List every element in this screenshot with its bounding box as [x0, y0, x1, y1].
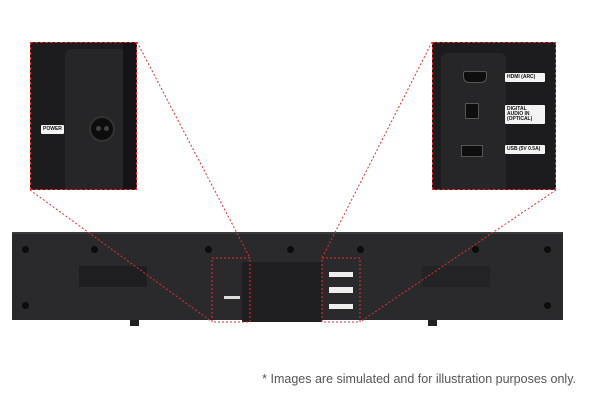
screw	[22, 246, 29, 253]
usb-port-icon	[461, 145, 483, 157]
callout-line	[136, 41, 251, 259]
callout-box-power	[211, 257, 251, 323]
center-recess	[242, 262, 322, 322]
mini-port-label	[329, 287, 353, 293]
screw	[205, 246, 212, 253]
hdmi-label: HDMI (ARC)	[505, 73, 545, 82]
callout-box-io	[321, 257, 361, 323]
foot-left	[130, 320, 139, 326]
screw	[472, 246, 479, 253]
soundbar-rear	[12, 232, 563, 322]
optical-port-icon	[465, 103, 479, 119]
screw	[544, 246, 551, 253]
io-ports-inset: HDMI (ARC) DIGITAL AUDIO IN (OPTICAL) US…	[432, 42, 556, 190]
power-socket-icon	[89, 116, 115, 142]
callout-line	[29, 189, 213, 323]
optical-label: DIGITAL AUDIO IN (OPTICAL)	[505, 105, 545, 124]
vent-left	[79, 266, 147, 287]
screw	[91, 246, 98, 253]
screw	[544, 302, 551, 309]
usb-label: USB (5V 0.5A)	[505, 145, 545, 154]
mini-power-label	[224, 296, 240, 299]
disclaimer-caption: * Images are simulated and for illustrat…	[262, 372, 576, 386]
callout-line	[321, 41, 433, 259]
panel-ridge	[123, 43, 136, 189]
screw	[22, 302, 29, 309]
power-label: POWER	[41, 125, 64, 134]
power-port-inset: POWER	[30, 42, 137, 190]
mini-port-label	[329, 272, 353, 277]
callout-line	[359, 189, 557, 323]
vent-right	[422, 266, 490, 287]
hdmi-port-icon	[463, 71, 487, 83]
screw	[287, 246, 294, 253]
foot-right	[428, 320, 437, 326]
mini-port-label	[329, 304, 353, 309]
screw	[357, 246, 364, 253]
